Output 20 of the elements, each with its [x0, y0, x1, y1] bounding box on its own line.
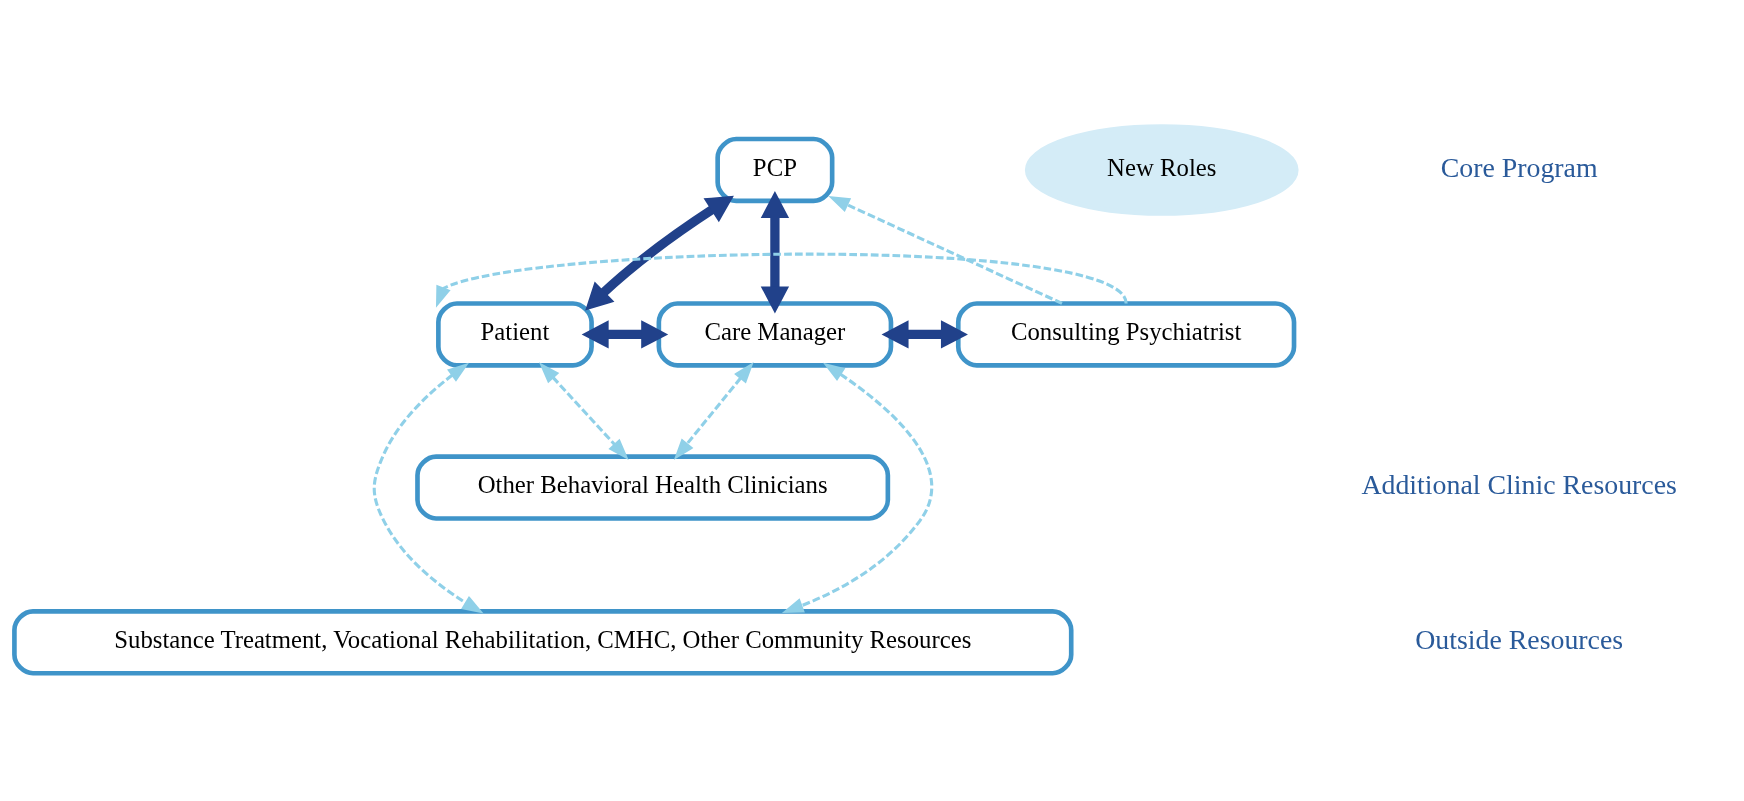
- node-box: PCP: [715, 136, 835, 204]
- arrow: [828, 196, 1063, 305]
- arrow: [585, 195, 734, 311]
- label: Additional Clinic Resources: [1361, 469, 1677, 501]
- node-box: Consulting Psychiatrist: [955, 301, 1297, 368]
- arrow: [372, 362, 484, 614]
- label: Outside Resources: [1415, 624, 1624, 656]
- arrow: [760, 191, 790, 314]
- node-box: Patient: [436, 301, 594, 368]
- arrow: [781, 362, 933, 613]
- node-box: Other Behavioral Health Clinicians: [415, 454, 891, 521]
- arrow: [673, 361, 754, 461]
- arrow: [435, 252, 1128, 308]
- node-ellipse: New Roles: [1024, 124, 1299, 216]
- node-box: Care Manager: [656, 301, 894, 368]
- label: Core Program: [1440, 151, 1598, 183]
- arrow: [581, 320, 669, 349]
- arrow: [881, 320, 968, 349]
- arrow: [539, 362, 629, 460]
- node-box: Substance Treatment, Vocational Rehabilitation, CMHC, Other Community Resources: [12, 609, 1074, 676]
